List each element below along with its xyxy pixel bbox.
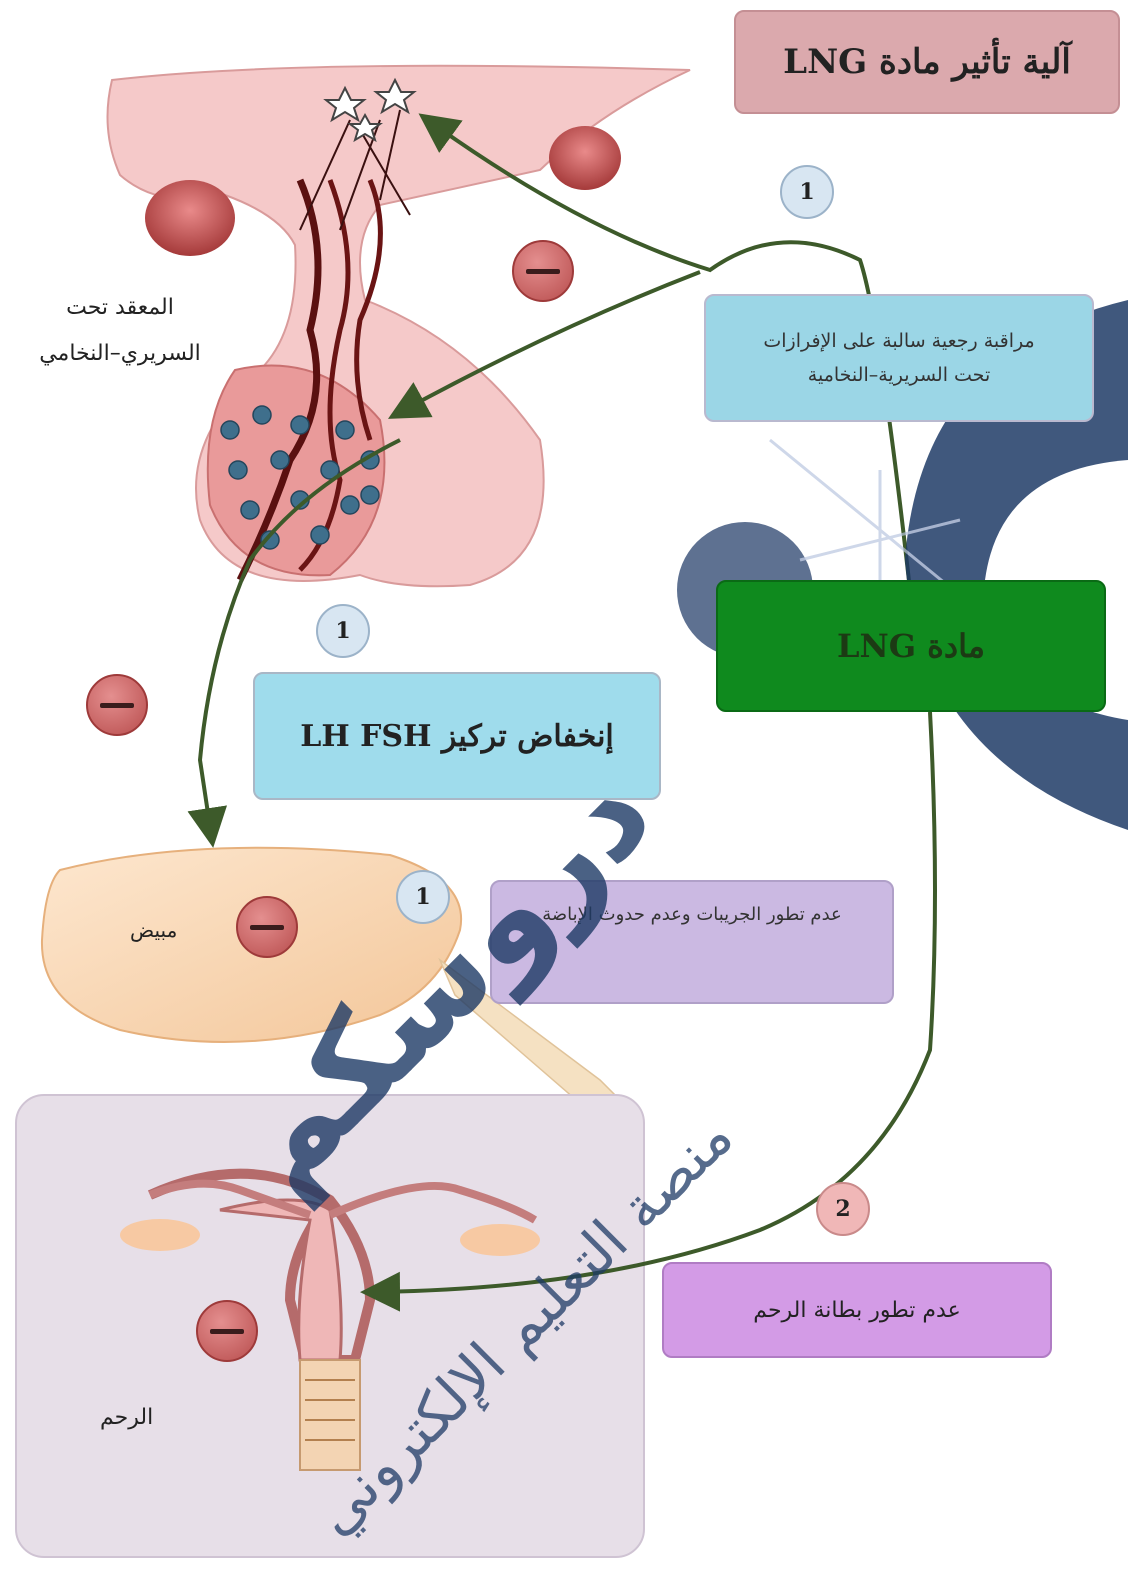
step-badge-middle: 1 bbox=[316, 604, 370, 658]
inhibition-minus-icon-hypothalamus bbox=[512, 240, 574, 302]
lng-substance-text: مادة LNG bbox=[837, 627, 985, 665]
hypothalamus-pituitary-label-line1: المعقد تحت bbox=[20, 285, 220, 331]
hypothalamus-pituitary-label-line2: السريري–النخامي bbox=[20, 331, 220, 377]
negative-feedback-line1: مراقبة رجعية سالبة على الإفرازات bbox=[763, 324, 1034, 358]
endometrium-text: عدم تطور بطانة الرحم bbox=[753, 1298, 960, 1323]
negative-feedback-line2: تحت السريرية–النخامية bbox=[808, 358, 990, 392]
uterus-label: الرحم bbox=[100, 1405, 153, 1430]
ovary-label: مبيض bbox=[130, 918, 177, 942]
inhibition-minus-icon-ovary bbox=[236, 896, 298, 958]
endometrium-box: عدم تطور بطانة الرحم bbox=[662, 1262, 1052, 1358]
lng-substance-box: مادة LNG bbox=[716, 580, 1106, 712]
diagram-title: آلية تأثير مادة LNG bbox=[734, 10, 1120, 114]
inhibition-minus-icon-uterus bbox=[196, 1300, 258, 1362]
step-badge-top: 1 bbox=[780, 165, 834, 219]
negative-feedback-box: مراقبة رجعية سالبة على الإفرازات تحت الس… bbox=[704, 294, 1094, 422]
diagram-title-text: آلية تأثير مادة LNG bbox=[783, 42, 1071, 82]
inhibition-minus-icon-pituitary bbox=[86, 674, 148, 736]
step-badge-uterus: 2 bbox=[816, 1182, 870, 1236]
hypothalamus-pituitary-label: المعقد تحت السريري–النخامي bbox=[20, 285, 220, 377]
